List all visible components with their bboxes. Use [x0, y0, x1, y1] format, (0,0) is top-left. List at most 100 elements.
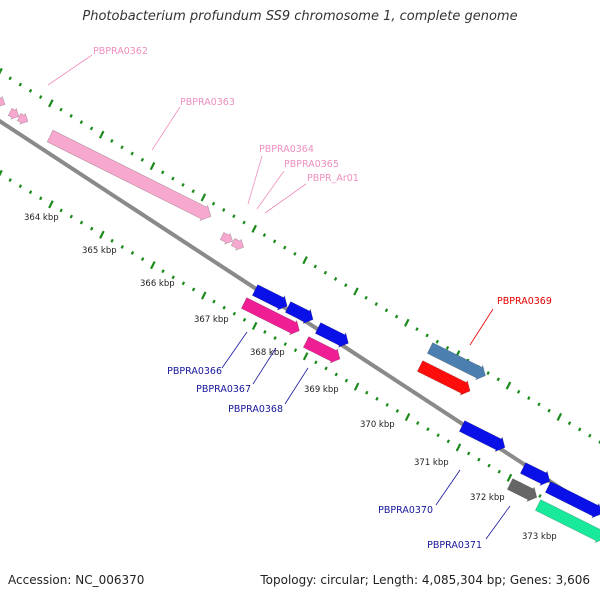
tick-mark [150, 261, 156, 270]
tick-mark [505, 381, 512, 390]
gene-leader-line [435, 469, 461, 506]
tick-mark [333, 277, 338, 281]
tick-mark [242, 220, 246, 225]
tick-mark [79, 120, 84, 125]
gene-leader-line [47, 54, 93, 86]
tick-mark [0, 169, 3, 177]
tick-mark [110, 238, 114, 243]
gene-label: PBPRA0364 [259, 144, 314, 155]
tick-mark [99, 230, 105, 239]
tick-mark [404, 412, 411, 422]
kbp-label: 372 kbp [470, 493, 505, 503]
tick-mark [293, 251, 297, 256]
tick-mark [171, 176, 175, 181]
tick-mark [446, 439, 451, 444]
kbp-label: 368 kbp [250, 348, 285, 358]
tick-mark [496, 377, 501, 382]
tick-mark [161, 170, 165, 175]
tick-mark [222, 208, 226, 212]
tick-mark [28, 88, 33, 93]
tick-mark [425, 333, 429, 338]
tick-mark [273, 336, 277, 340]
tick-mark [110, 139, 114, 143]
tick-mark [365, 390, 369, 395]
kbp-label: 364 kbp [24, 213, 59, 223]
tick-mark [39, 196, 43, 201]
tick-tracks [0, 67, 600, 498]
kbp-label: 373 kbp [522, 532, 557, 542]
tick-mark [313, 264, 317, 269]
tick-mark [48, 200, 54, 209]
gene-leader-line [252, 347, 277, 385]
tick-mark [375, 396, 379, 401]
gene-arrow [240, 297, 300, 336]
gene-arrow [458, 420, 506, 453]
tick-mark [334, 372, 338, 377]
tick-mark [415, 327, 419, 332]
tick-mark [120, 145, 124, 150]
tick-mark [8, 76, 12, 81]
tick-mark [130, 151, 134, 156]
gene-label: PBPRA0368 [228, 404, 283, 415]
tick-mark [435, 339, 439, 344]
gene-arrow [314, 322, 349, 348]
gene-label: PBPRA0363 [180, 97, 235, 108]
tick-mark [314, 360, 318, 365]
kbp-label: 366 kbp [140, 279, 175, 289]
accession-text: Accession: NC_006370 [8, 573, 145, 587]
tick-mark [69, 214, 74, 219]
gene-arrow [416, 360, 471, 396]
tick-mark [8, 178, 12, 182]
gene-labels: PBPRA0362PBPRA0363PBPRA0364PBPRA0365PBPR… [47, 46, 552, 551]
tick-mark [59, 107, 63, 112]
tick-mark [232, 214, 236, 219]
tick-mark [466, 451, 471, 456]
tick-mark [344, 283, 348, 288]
tick-mark [324, 366, 328, 371]
tick-mark [577, 427, 582, 432]
gene-label: PBPRA0362 [93, 46, 148, 57]
tick-mark [487, 463, 491, 468]
tick-mark [89, 126, 94, 131]
tick-mark [527, 396, 531, 401]
kbp-label: 370 kbp [360, 420, 395, 430]
gene-label: PBPR_Ar01 [307, 173, 359, 184]
tick-mark [426, 427, 430, 432]
kbp-label: 365 kbp [82, 246, 117, 256]
gene-leader-line [247, 155, 263, 205]
tick-mark [477, 457, 481, 462]
gene-leader-line [469, 308, 494, 346]
gene-label: PBPRA0371 [427, 540, 482, 551]
kbp-label: 369 kbp [304, 385, 339, 395]
gene-label: PBPRA0365 [284, 159, 339, 170]
tick-mark [344, 378, 349, 383]
gene-arrow [7, 107, 20, 120]
tick-mark [59, 208, 63, 213]
gene-label: PBPRA0366 [167, 366, 222, 377]
gene-arrow [46, 129, 212, 222]
tick-mark [161, 269, 165, 274]
genome-summary: Topology: circular; Length: 4,085,304 bp… [260, 573, 590, 587]
tick-mark [547, 408, 551, 413]
tick-mark [98, 130, 105, 139]
gene-arrow [534, 499, 600, 544]
tick-mark [120, 244, 124, 249]
gene-label: PBPRA0367 [196, 384, 251, 395]
tick-mark [89, 226, 94, 231]
gene-leader-line [284, 367, 309, 405]
gene-arrow [230, 238, 245, 251]
tick-mark [436, 433, 440, 438]
tick-mark [212, 299, 216, 304]
tick-mark [497, 469, 501, 474]
tick-mark [588, 433, 592, 438]
tick-mark [69, 113, 73, 118]
tick-mark [283, 342, 287, 347]
tick-mark [251, 321, 258, 330]
tick-mark [38, 95, 43, 100]
tick-mark [18, 184, 23, 189]
tick-mark [416, 421, 420, 426]
tick-mark [486, 371, 490, 375]
gene-arrow [506, 478, 538, 503]
tick-mark [263, 330, 267, 334]
